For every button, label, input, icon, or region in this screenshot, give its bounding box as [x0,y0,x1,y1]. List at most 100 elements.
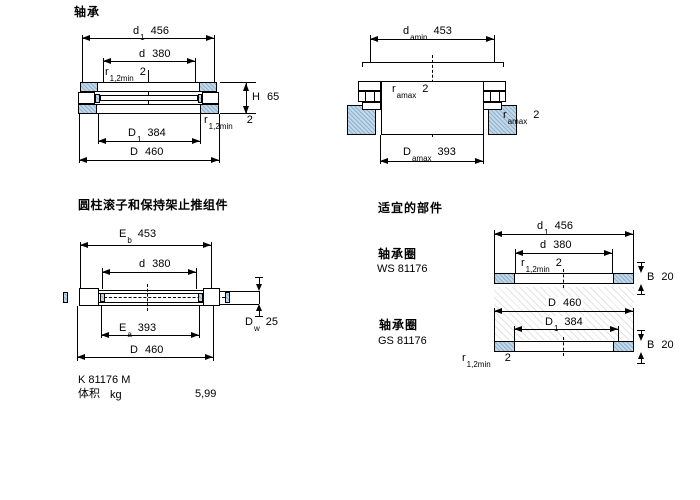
shaft-section [381,81,484,135]
gs-dim-r12-label: r1,2min2 [462,352,511,370]
dim-ramax-outer-label: ramax2 [503,109,540,127]
gs-dim-B-tbar [637,362,645,364]
cage-bar-left [95,93,100,103]
cage-outer-line [99,289,204,291]
roller-section-right [202,92,219,104]
extension-line [77,306,78,361]
dim-r12-lower-label: r1,2min2 [204,114,253,132]
dim-d-line [103,58,195,64]
ws-dim-B-stem [640,289,642,295]
extension-line [211,242,212,289]
extension-line [98,114,99,144]
dim-damin-label: damin453 [403,25,452,42]
cage-tail-top [220,290,259,292]
extension-line [212,306,214,361]
extension-line [220,113,256,114]
gs-label: 轴承圈 [379,318,419,332]
ws-washer-hatch-left [493,272,515,284]
ws-dim-d1-line [493,230,633,237]
ws-dim-B-arrow-down [637,265,644,273]
section-title-components: 适宜的部件 [378,201,444,215]
ws-dim-B-tbar [637,294,645,295]
dim-r12-upper-label: r1,2min2 [105,66,146,84]
shaft-washer-hatch-right [199,82,217,92]
dim-Damax-line [380,157,483,164]
material-hatch-background [494,287,634,340]
dim-D1-line [98,137,200,144]
extension-line [196,268,197,289]
dim-Dw-stem [258,277,260,284]
extension-line [493,35,495,62]
extension-line [103,58,104,82]
extension-line [493,230,495,274]
mass-value: 5,99 [195,388,217,400]
washer-stack-right-bottom [483,101,502,110]
ws-washer-hatch-right [612,272,634,284]
shaft-washer-hatch-left [80,82,98,92]
cage-outer-line [99,304,204,306]
dim-Eb-line [79,242,211,248]
cage-rim-left [63,292,68,303]
dim-d1-line [82,35,214,41]
dim-d-assembly-line [102,268,196,275]
centerline [104,296,230,298]
housing-washer-hatch-left [78,103,97,114]
washer-stack-left-top [358,81,381,91]
extension-line [493,307,495,341]
extension-line [369,35,371,62]
extension-line [79,114,80,163]
dim-H-line [243,82,249,114]
housing-washer-hatch-right [200,103,219,114]
dim-Dw-stem [258,310,260,316]
roller-edge [490,91,491,102]
assembly-designation: K 81176 M [78,374,131,386]
gs-washer-hatch-left [493,341,515,352]
ws-label: 轴承圈 [378,247,418,261]
extension-line [200,114,201,144]
extension-line [218,114,220,163]
cage-tail-edge [258,290,260,304]
dim-Dw-label: Dw25 [245,316,278,334]
washer-stack-left-mid [358,90,381,102]
extension-line [102,268,103,289]
shaft-surface-tick [362,61,363,67]
extension-line [632,307,634,341]
dim-d1-label: d1456 [133,25,169,42]
dim-D1-label: D1384 [128,127,166,144]
extension-line [82,35,83,82]
extension-line [79,242,81,289]
extension-line [380,135,381,164]
center-tick [147,283,148,311]
centerline [148,70,149,114]
ws-dim-d1-label: d1456 [537,220,573,237]
dim-Damax-label: Damax393 [403,146,456,164]
washer-stack-right-mid [483,90,506,102]
extension-line [214,35,215,82]
ws-designation: WS 81176 [377,263,428,275]
gs-dim-B-arrow-up [637,352,644,359]
extension-line [195,58,196,82]
ws-dim-r12-label: r1,2min2 [521,257,562,275]
dim-D-line [79,156,219,163]
washer-stack-left-bottom [362,101,381,110]
dim-Dw-arrow-down [255,283,262,291]
extension-line [100,306,102,338]
cage-bar-right [197,93,202,103]
washer-stack-right-top [483,81,506,91]
gs-dim-B-stem [640,358,642,363]
cage-inner-line [99,292,204,294]
extension-line [513,325,515,341]
center-tick [563,268,564,288]
dim-ramax-inner-label: ramax2 [392,83,429,101]
extension-line [482,135,484,164]
ws-dim-B-stem [640,261,642,267]
mass-label: 体积 [78,388,100,400]
roller-edge [374,91,375,102]
gs-dim-D-line [493,307,633,314]
housing-hatch-left [347,105,376,135]
cage-rim-right [224,292,230,303]
gs-dim-D1-line [513,325,618,332]
